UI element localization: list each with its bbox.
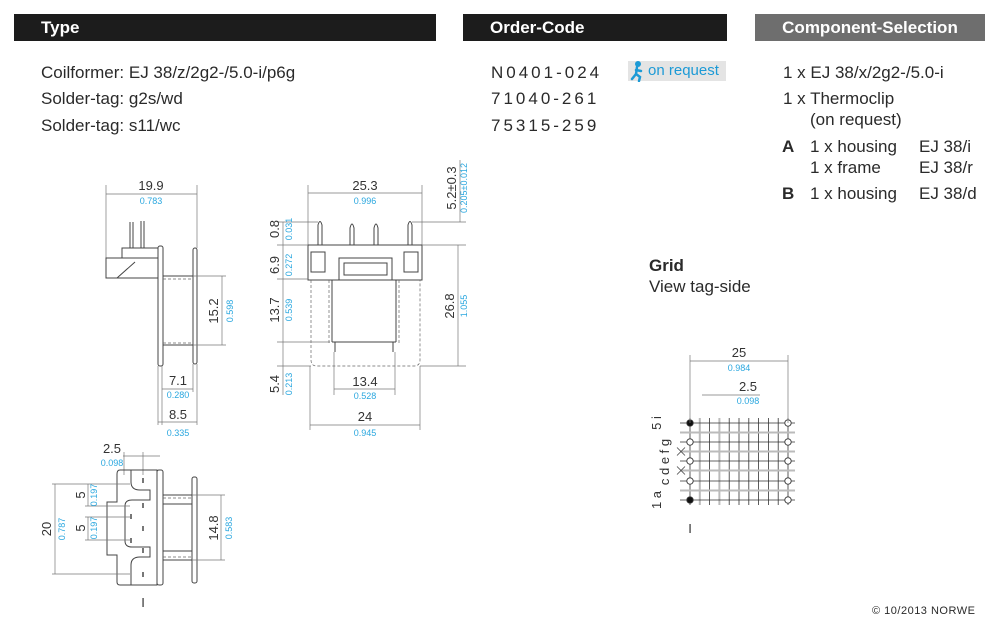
dim-front-window: 13.4 <box>352 374 377 389</box>
no-pin-cross-icon <box>676 466 686 475</box>
dim-bottom-pitch-in: 0.098 <box>101 458 124 468</box>
type-label: Coilformer: <box>41 63 125 82</box>
pin-grid <box>676 418 795 505</box>
type-value: s11/wc <box>128 116 181 135</box>
option-a-part-2: EJ 38/r <box>919 158 973 177</box>
dim-front-base: 24 <box>358 409 372 424</box>
dim-front-bottom: 5.4 <box>267 375 282 393</box>
dim-front-bottom-in: 0.213 <box>284 373 294 396</box>
dim-side-height-in: 0.598 <box>225 300 235 323</box>
dim-front-mid-in: 0.539 <box>284 299 294 322</box>
dim-front-mid: 13.7 <box>267 297 282 322</box>
dim-front-pin-in: 0.031 <box>284 218 294 241</box>
bottom-view-drawing: 2.5 0.098 20 0.787 5 0.197 5 0.197 14.8 … <box>39 441 234 610</box>
grid-row-label-bottom: 1 a <box>649 490 664 509</box>
dim-front-pin-length-in: 0.205±0.012 <box>459 163 469 213</box>
dim-front-top: 6.9 <box>267 256 282 274</box>
grid-subtitle: View tag-side <box>649 277 751 296</box>
pin-open <box>784 477 792 485</box>
dim-front-height: 26.8 <box>442 293 457 318</box>
dim-grid-step: 2.5 <box>739 379 757 394</box>
type-label: Solder-tag: <box>41 89 125 108</box>
dim-bottom-core: 14.8 <box>206 515 221 540</box>
type-row-3: Solder-tag: s11/wc <box>41 115 181 137</box>
grid-dimensions: 25 0.984 2.5 0.098 5 i c d e f g 1 a I <box>649 345 789 536</box>
dim-side-a-in: 0.280 <box>167 390 190 400</box>
dim-side-b: 8.5 <box>169 407 187 422</box>
dim-front-base-in: 0.945 <box>354 428 377 438</box>
component-selection-header: Component-Selection <box>755 14 985 41</box>
pin-open <box>686 438 694 446</box>
dim-side-height: 15.2 <box>206 298 221 323</box>
grid-orientation-marker: I <box>688 521 692 536</box>
type-row-1: Coilformer: EJ 38/z/2g2-/5.0-i/p6g <box>41 62 295 84</box>
type-value: g2s/wd <box>128 89 183 108</box>
grid-row-label-top: 5 i <box>649 416 664 430</box>
pin-open <box>784 457 792 465</box>
grid-row-label-mid: c d e f g <box>657 439 672 485</box>
dim-side-width: 19.9 <box>138 178 163 193</box>
option-a-item-2: 1 x frame <box>810 158 881 177</box>
running-person-icon <box>630 61 643 82</box>
option-a-letter: A <box>782 137 795 156</box>
dim-bottom-height: 20 <box>39 522 54 536</box>
pin-open <box>686 457 694 465</box>
dim-side-width-in: 0.783 <box>140 196 163 206</box>
order-code-2: 71040-261 <box>491 89 600 108</box>
pin-open <box>784 496 792 504</box>
component-line-3: (on request) <box>810 110 902 129</box>
side-view-drawing: 19.9 0.783 15.2 0.598 7.1 0.280 8.5 0.33… <box>105 178 235 438</box>
option-b-letter: B <box>782 184 795 203</box>
option-b-part-1: EJ 38/d <box>919 184 977 203</box>
option-b-item-1: 1 x housing <box>810 184 897 203</box>
pin-open <box>686 477 694 485</box>
dim-grid-step-in: 0.098 <box>737 396 760 406</box>
dim-front-window-in: 0.528 <box>354 391 377 401</box>
on-request-badge: on request <box>628 61 726 82</box>
dim-grid-pitch-in: 0.984 <box>728 363 751 373</box>
dim-side-b-in: 0.335 <box>167 428 190 438</box>
type-label: Solder-tag: <box>41 116 125 135</box>
dim-bottom-pitch: 2.5 <box>103 441 121 456</box>
order-code-3: 75315-259 <box>491 116 600 135</box>
order-code-header: Order-Code <box>463 14 727 41</box>
dim-bottom-core-in: 0.583 <box>224 517 234 540</box>
dim-front-width: 25.3 <box>352 178 377 193</box>
dim-front-top-in: 0.272 <box>284 254 294 277</box>
front-view-drawing: 25.3 0.996 0.8 0.031 6.9 0.272 13.7 0.53… <box>267 160 469 438</box>
dim-front-pin-length: 5.2±0.3 <box>444 166 459 209</box>
type-row-2: Solder-tag: g2s/wd <box>41 88 183 110</box>
dim-bottom-p2: 5 <box>73 524 88 531</box>
dim-grid-pitch: 25 <box>732 345 746 360</box>
on-request-label: on request <box>648 62 719 79</box>
dim-bottom-p1-in: 0.197 <box>89 484 99 507</box>
dim-bottom-p1: 5 <box>73 491 88 498</box>
type-value: EJ 38/z/2g2-/5.0-i/p6g <box>128 63 296 82</box>
grid-title: Grid <box>649 256 684 275</box>
component-line-2: 1 x Thermoclip <box>783 89 895 108</box>
dim-front-width-in: 0.996 <box>354 196 377 206</box>
dim-bottom-p2-in: 0.197 <box>89 517 99 540</box>
option-a-part-1: EJ 38/i <box>919 137 971 156</box>
order-code-1: N0401-024 <box>491 63 603 82</box>
option-a-item-1: 1 x housing <box>810 137 897 156</box>
dim-side-a: 7.1 <box>169 373 187 388</box>
no-pin-cross-icon <box>676 447 686 456</box>
copyright: © 10/2013 NORWE <box>872 605 976 617</box>
orientation-marker: I <box>141 595 145 610</box>
component-line-1: 1 x EJ 38/x/2g2-/5.0-i <box>783 63 944 82</box>
dim-front-pin: 0.8 <box>267 220 282 238</box>
pin-filled <box>686 496 694 504</box>
dim-front-height-in: 1.055 <box>459 295 469 318</box>
type-header: Type <box>14 14 436 41</box>
dim-bottom-height-in: 0.787 <box>57 518 67 541</box>
pin-open <box>784 438 792 446</box>
